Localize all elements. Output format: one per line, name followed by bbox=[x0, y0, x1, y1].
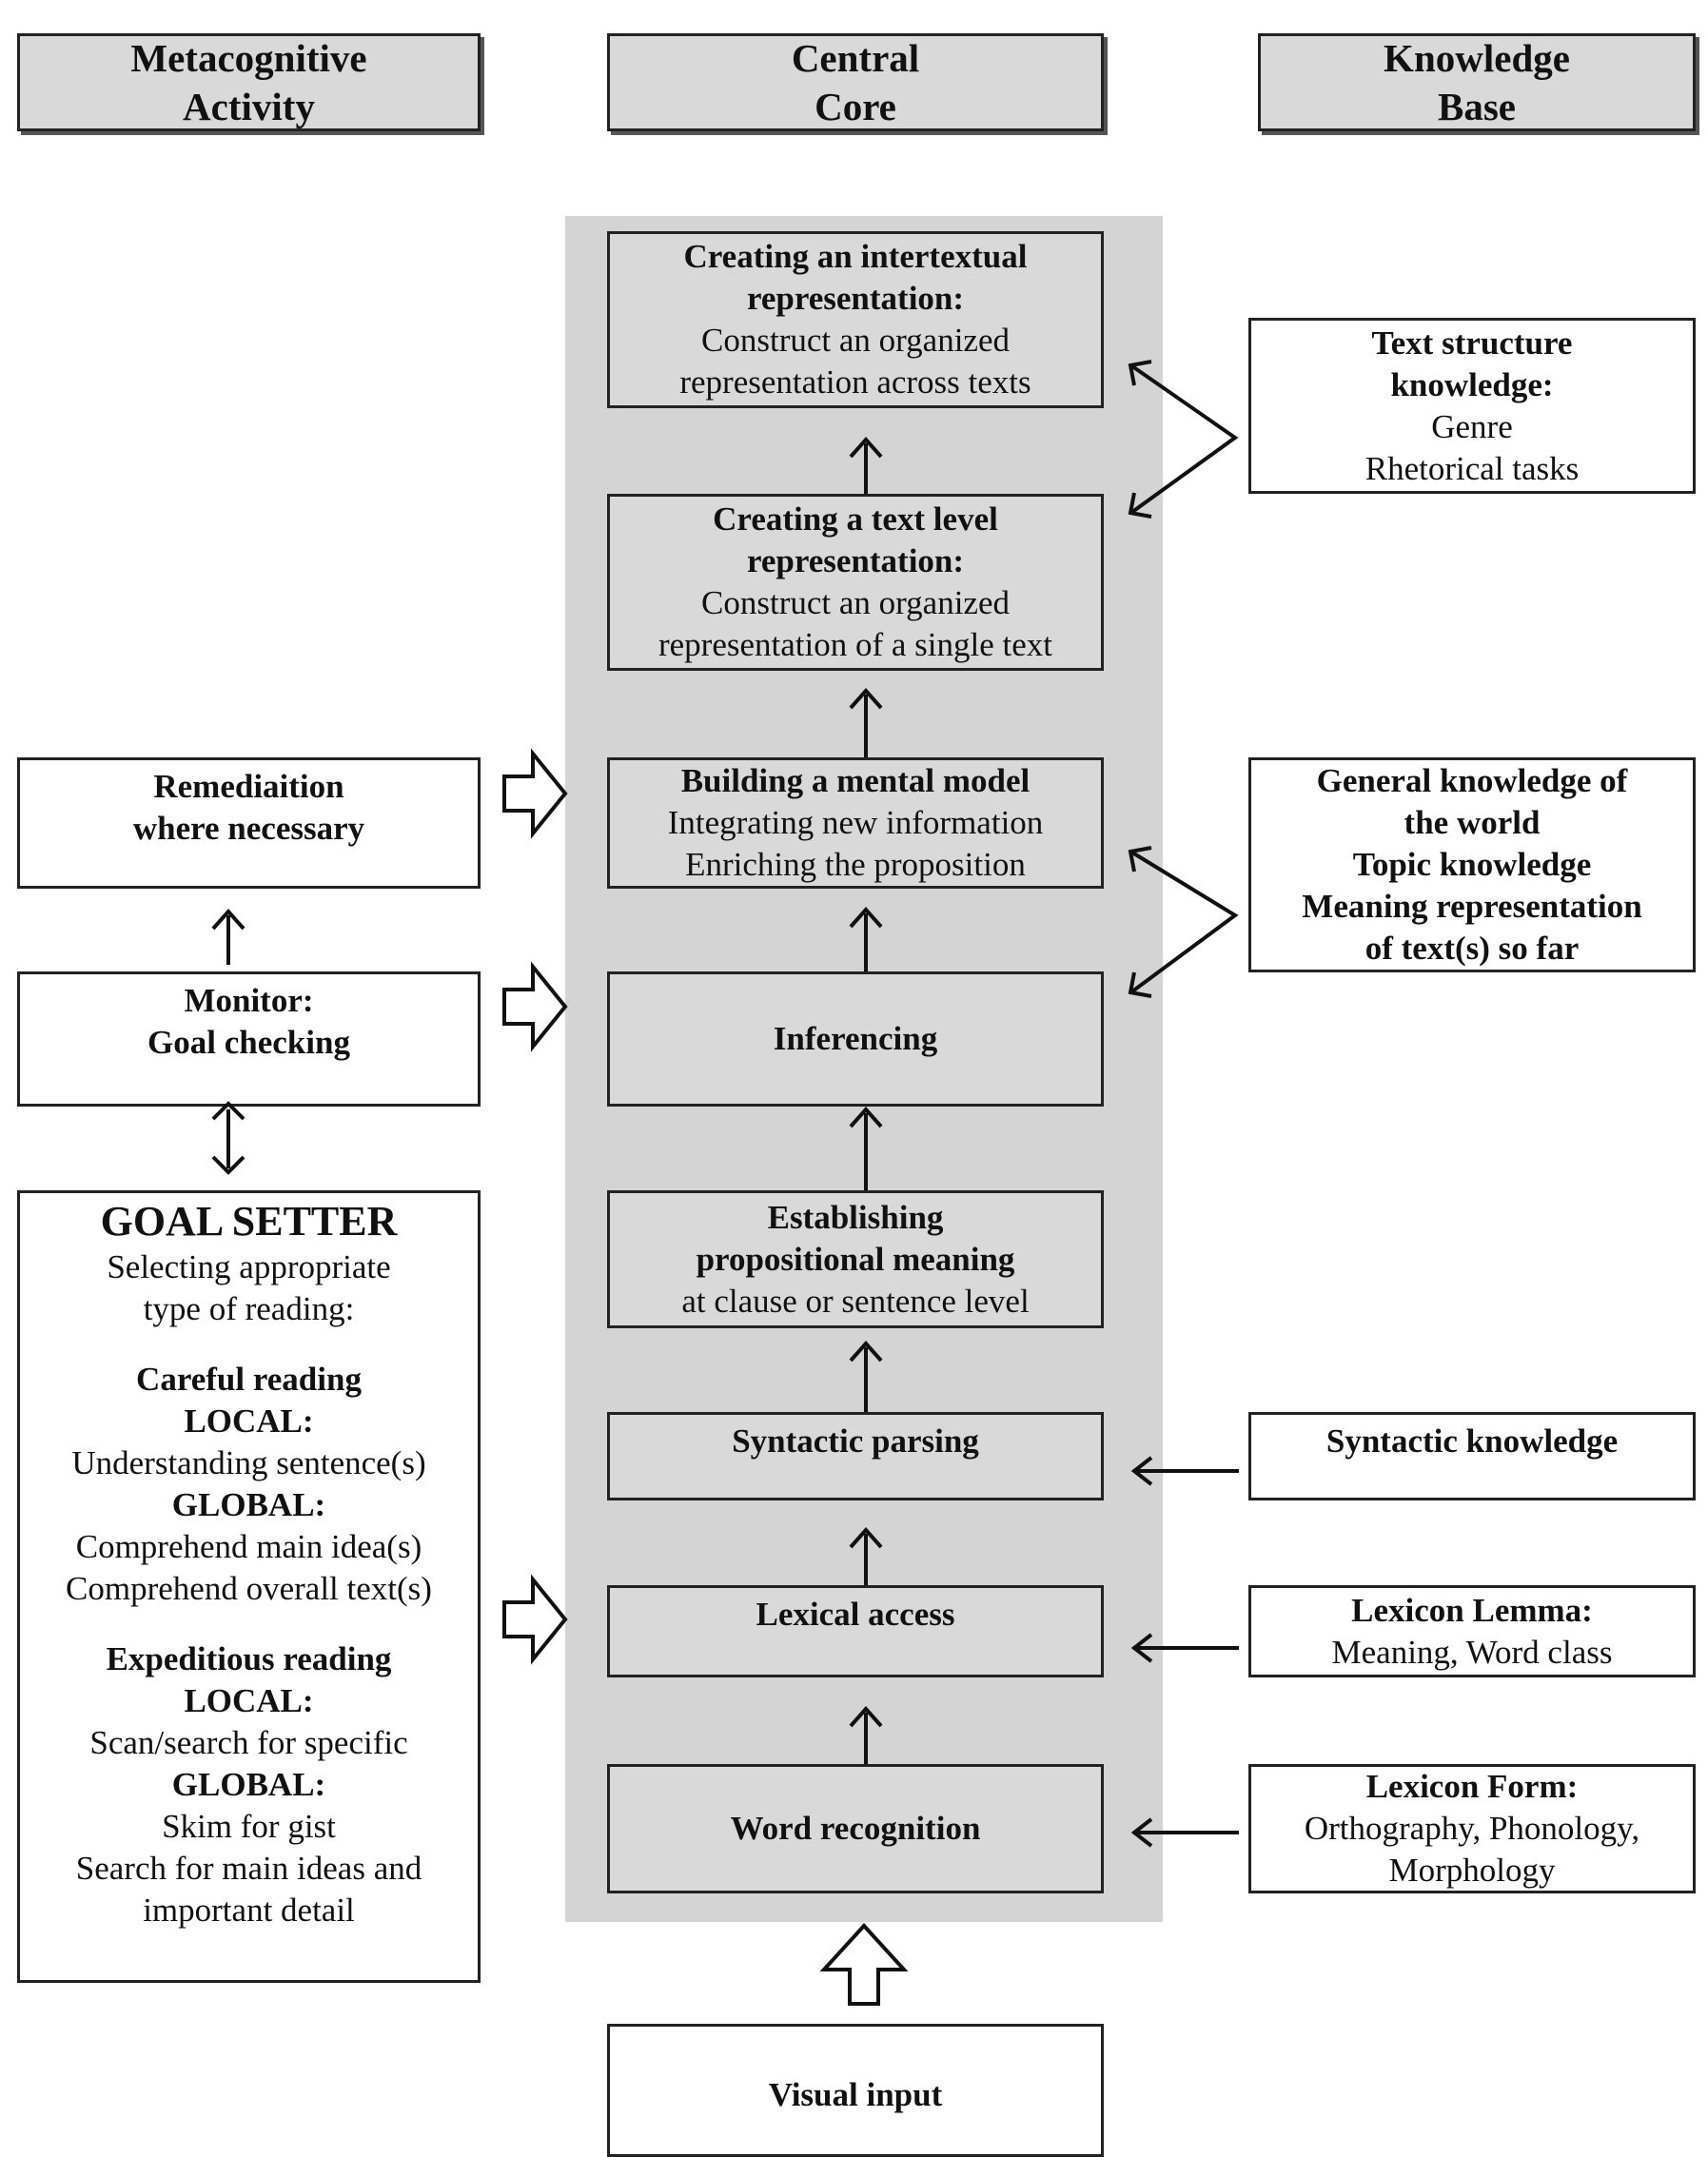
box-title-line: Goal checking bbox=[147, 1024, 350, 1061]
box-monitor: Monitor: Goal checking bbox=[17, 971, 481, 1107]
box-text-level-representation: Creating a text level representation: Co… bbox=[607, 494, 1104, 671]
box-body-line: Rhetorical tasks bbox=[1364, 449, 1580, 487]
careful-global-item: Comprehend overall text(s) bbox=[66, 1570, 432, 1607]
expeditious-local-label: LOCAL: bbox=[184, 1682, 314, 1719]
header-line: Central bbox=[791, 35, 920, 80]
header-central-core: Central Core bbox=[607, 33, 1104, 131]
box-text-structure-knowledge: Text structure knowledge: Genre Rhetoric… bbox=[1248, 318, 1696, 494]
box-lexical-access: Lexical access bbox=[607, 1585, 1104, 1677]
header-metacognitive-activity: Metacognitive Activity bbox=[17, 33, 481, 131]
up-arrow bbox=[849, 1526, 883, 1585]
box-title-line: Inferencing bbox=[773, 1020, 938, 1057]
box-title-line: representation: bbox=[746, 542, 965, 579]
left-arrow bbox=[1130, 1456, 1239, 1486]
box-title-line: Syntactic knowledge bbox=[1325, 1422, 1619, 1460]
box-title-line: Topic knowledge bbox=[1352, 846, 1592, 883]
box-inferencing: Inferencing bbox=[607, 971, 1104, 1107]
hollow-arrow-goal-setter bbox=[502, 1574, 568, 1665]
box-title-line: Establishing bbox=[767, 1198, 944, 1236]
box-title-line: knowledge: bbox=[1390, 365, 1554, 403]
careful-global-label: GLOBAL: bbox=[171, 1486, 326, 1523]
hollow-arrow-monitor bbox=[502, 961, 568, 1052]
box-body-line: Construct an organized bbox=[701, 584, 1010, 621]
box-body-line: at clause or sentence level bbox=[681, 1282, 1030, 1320]
box-body-line: Integrating new information bbox=[667, 804, 1044, 841]
careful-local-label: LOCAL: bbox=[184, 1402, 314, 1440]
box-lexicon-form: Lexicon Form: Orthography, Phonology, Mo… bbox=[1248, 1764, 1696, 1893]
box-body-line: Meaning, Word class bbox=[1331, 1633, 1613, 1671]
box-word-recognition: Word recognition bbox=[607, 1764, 1104, 1893]
box-visual-input: Visual input bbox=[607, 2024, 1104, 2157]
box-body-line: representation across texts bbox=[679, 363, 1031, 401]
goal-setter-intro: Selecting appropriate bbox=[107, 1248, 391, 1285]
box-syntactic-knowledge: Syntactic knowledge bbox=[1248, 1412, 1696, 1500]
box-body-line: Genre bbox=[1431, 407, 1513, 445]
goal-setter-intro: type of reading: bbox=[143, 1290, 355, 1327]
up-arrow bbox=[849, 436, 883, 494]
connector-general-knowledge bbox=[1128, 846, 1239, 998]
box-body-line: Morphology bbox=[1388, 1852, 1556, 1889]
hollow-arrow-remediation bbox=[502, 748, 568, 839]
box-general-knowledge: General knowledge of the world Topic kno… bbox=[1248, 757, 1696, 972]
box-title-line: where necessary bbox=[132, 810, 365, 847]
expeditious-reading-heading: Expeditious reading bbox=[106, 1640, 392, 1677]
box-title-line: Lexical access bbox=[756, 1596, 955, 1633]
box-title-line: the world bbox=[1404, 804, 1541, 841]
expeditious-global-item: Search for main ideas and bbox=[75, 1850, 422, 1887]
left-arrow bbox=[1130, 1817, 1239, 1848]
box-lexicon-lemma: Lexicon Lemma: Meaning, Word class bbox=[1248, 1585, 1696, 1677]
up-arrow bbox=[849, 1340, 883, 1412]
box-body-line: representation of a single text bbox=[658, 626, 1053, 663]
box-syntactic-parsing: Syntactic parsing bbox=[607, 1412, 1104, 1500]
up-arrow bbox=[849, 1705, 883, 1764]
header-line: Base bbox=[1438, 84, 1516, 128]
box-title-line: Text structure bbox=[1371, 324, 1573, 362]
expeditious-global-item: Skim for gist bbox=[162, 1808, 336, 1845]
careful-global-item: Comprehend main idea(s) bbox=[75, 1528, 422, 1565]
header-line: Knowledge bbox=[1384, 35, 1570, 80]
box-title-line: Syntactic parsing bbox=[732, 1422, 979, 1460]
box-body-line: Orthography, Phonology, bbox=[1304, 1810, 1640, 1847]
box-body-line: Enriching the proposition bbox=[685, 846, 1026, 883]
box-title-line: Meaning representation bbox=[1302, 888, 1642, 925]
box-title-line: Creating a text level bbox=[713, 500, 998, 538]
careful-local-item: Understanding sentence(s) bbox=[71, 1444, 426, 1481]
box-title-line: Lexicon Form: bbox=[1365, 1768, 1579, 1805]
box-title-line: Lexicon Lemma: bbox=[1351, 1591, 1593, 1629]
up-arrow bbox=[849, 687, 883, 757]
box-title-line: Word recognition bbox=[730, 1810, 981, 1847]
left-arrow bbox=[1130, 1633, 1239, 1663]
expeditious-global-item: important detail bbox=[143, 1892, 355, 1929]
header-knowledge-base: Knowledge Base bbox=[1258, 33, 1696, 131]
box-body-line: Construct an organized bbox=[701, 322, 1010, 359]
hollow-arrow-visual-input bbox=[819, 1923, 909, 2006]
box-title-line: Visual input bbox=[768, 2076, 943, 2113]
box-title-line: Building a mental model bbox=[680, 762, 1031, 799]
double-arrow-monitor-goal-setter bbox=[211, 1101, 245, 1175]
up-arrow bbox=[849, 906, 883, 971]
header-line: Activity bbox=[183, 84, 315, 128]
box-title-line: representation: bbox=[746, 280, 965, 317]
box-propositional-meaning: Establishing propositional meaning at cl… bbox=[607, 1190, 1104, 1328]
up-arrow-monitor-to-remediation bbox=[211, 908, 245, 965]
careful-reading-heading: Careful reading bbox=[136, 1361, 362, 1398]
header-line: Metacognitive bbox=[130, 35, 367, 80]
box-intertextual-representation: Creating an intertextual representation:… bbox=[607, 231, 1104, 408]
header-line: Core bbox=[815, 84, 896, 128]
up-arrow bbox=[849, 1106, 883, 1190]
box-title-line: of text(s) so far bbox=[1364, 930, 1580, 967]
connector-text-structure bbox=[1128, 360, 1239, 519]
expeditious-local-item: Scan/search for specific bbox=[89, 1724, 408, 1761]
expeditious-global-label: GLOBAL: bbox=[171, 1766, 326, 1803]
box-title-line: Creating an intertextual bbox=[683, 238, 1028, 275]
box-title-line: propositional meaning bbox=[696, 1240, 1015, 1278]
box-title-line: Remediaition bbox=[153, 768, 344, 805]
goal-setter-title: GOAL SETTER bbox=[100, 1198, 398, 1245]
box-goal-setter: GOAL SETTER Selecting appropriate type o… bbox=[17, 1190, 481, 1983]
box-remediation: Remediaition where necessary bbox=[17, 757, 481, 889]
box-title-line: Monitor: bbox=[184, 982, 314, 1019]
box-title-line: General knowledge of bbox=[1316, 762, 1628, 799]
box-mental-model: Building a mental model Integrating new … bbox=[607, 757, 1104, 889]
